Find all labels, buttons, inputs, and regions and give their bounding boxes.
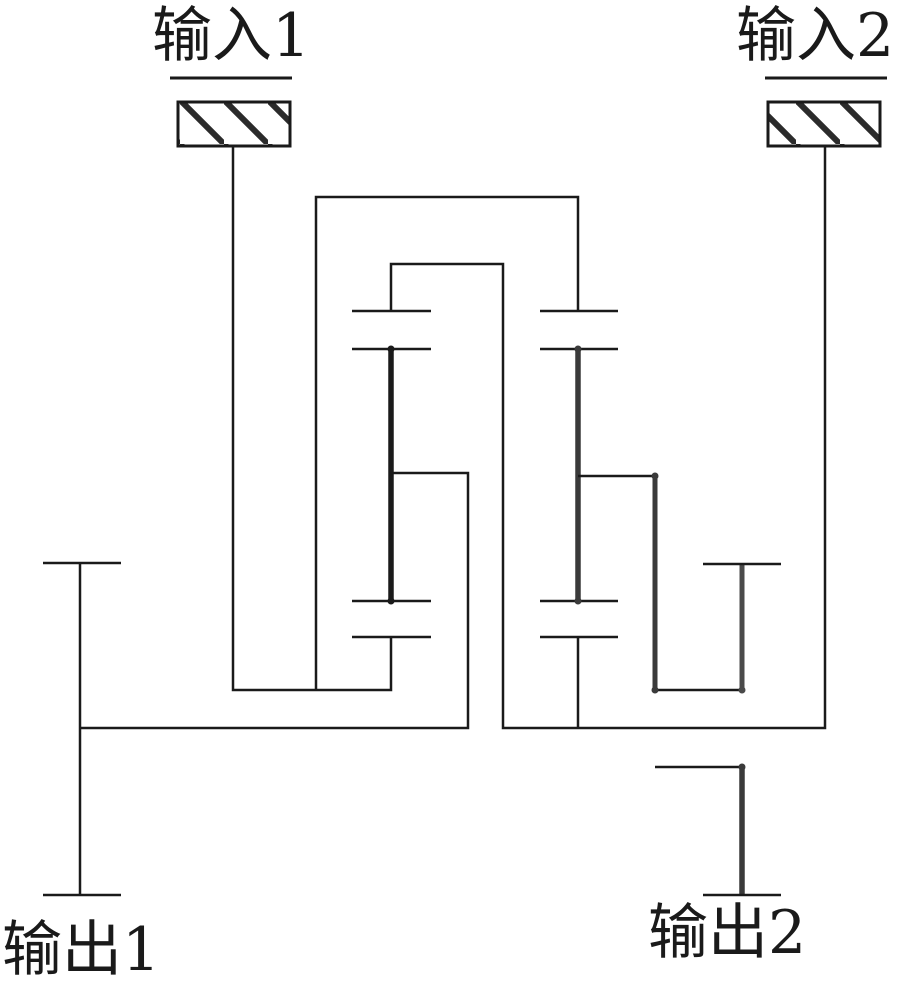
outer-carrier-link	[314, 195, 580, 690]
left-planetary-set	[352, 309, 431, 639]
input-1-hatched-box	[176, 100, 292, 148]
output-1-shaft	[43, 561, 121, 897]
input-1-shaft	[231, 146, 393, 692]
right-carrier-joint-bottom	[651, 686, 659, 694]
output-2-label: 输出2	[648, 898, 807, 968]
output-2-joint	[738, 763, 746, 771]
left-joint-bottom	[387, 597, 395, 605]
input-2-hatched-box	[766, 100, 882, 148]
input-1-port	[170, 76, 292, 148]
right-planetary-set	[540, 309, 618, 728]
right-joint-top	[574, 345, 582, 353]
right-joint-bottom	[574, 597, 582, 605]
input-1-label: 输入1	[152, 1, 311, 71]
inner-ring-link	[389, 146, 827, 730]
right-carrier-joint-top	[651, 472, 659, 480]
input-2-label: 输入2	[736, 1, 895, 71]
output-2-shaft	[655, 763, 781, 897]
left-joint-top	[387, 345, 395, 353]
left-carrier-arm	[80, 471, 470, 730]
output-1-label: 输出1	[2, 915, 161, 985]
clutch-upper-joint	[738, 686, 746, 694]
input-2-port	[765, 76, 887, 148]
